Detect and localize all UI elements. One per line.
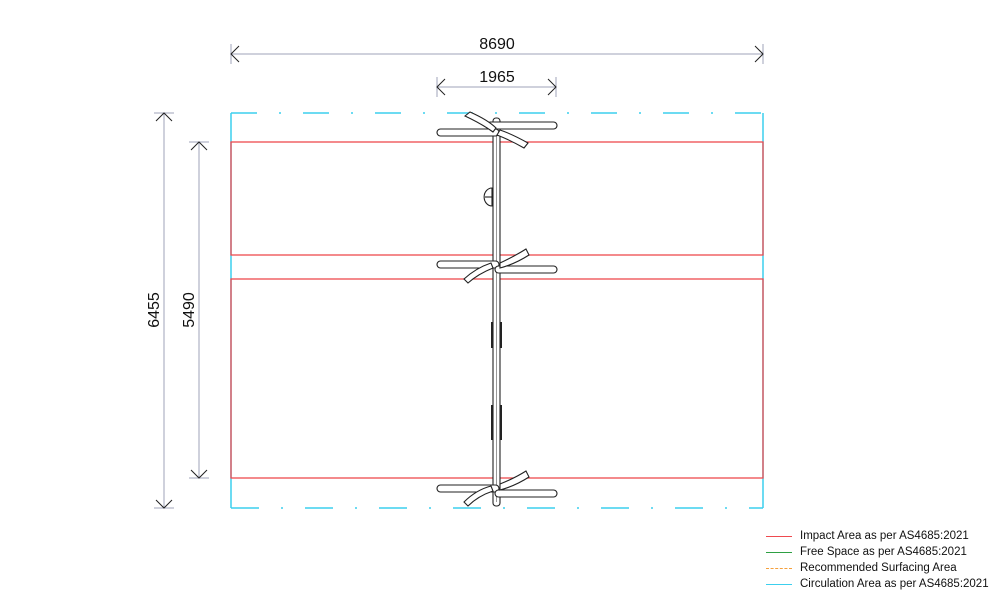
free-space-line-swatch <box>766 551 792 553</box>
legend-item-surfacing-area: Recommended Surfacing Area <box>766 560 1000 576</box>
legend-label: Circulation Area as per AS4685:2021 <box>800 578 989 590</box>
impact-height-label: 5490 <box>181 292 198 328</box>
legend-item-free-space: Free Space as per AS4685:2021 <box>766 544 1000 560</box>
legend-label: Free Space as per AS4685:2021 <box>800 546 967 558</box>
play-equipment <box>436 111 558 507</box>
overall-width-label: 8690 <box>479 36 515 53</box>
legend-item-circulation-area: Circulation Area as per AS4685:2021 <box>766 576 1000 592</box>
surfacing-dashed-swatch <box>766 567 792 569</box>
dimension-arrows <box>155 45 764 509</box>
equipment-width-label: 1965 <box>479 69 515 86</box>
overall-height-label: 6455 <box>146 292 163 328</box>
legend-label: Recommended Surfacing Area <box>800 562 957 574</box>
crossbar-bottom <box>436 470 558 507</box>
crossbar-top <box>436 111 558 149</box>
legend-item-impact-area: Impact Area as per AS4685:2021 <box>766 528 1000 544</box>
legend: Impact Area as per AS4685:2021 Free Spac… <box>766 528 1000 592</box>
circulation-line-swatch <box>766 583 792 585</box>
crossbar-middle <box>436 248 558 284</box>
legend-label: Impact Area as per AS4685:2021 <box>800 530 969 542</box>
impact-line-swatch <box>766 535 792 537</box>
